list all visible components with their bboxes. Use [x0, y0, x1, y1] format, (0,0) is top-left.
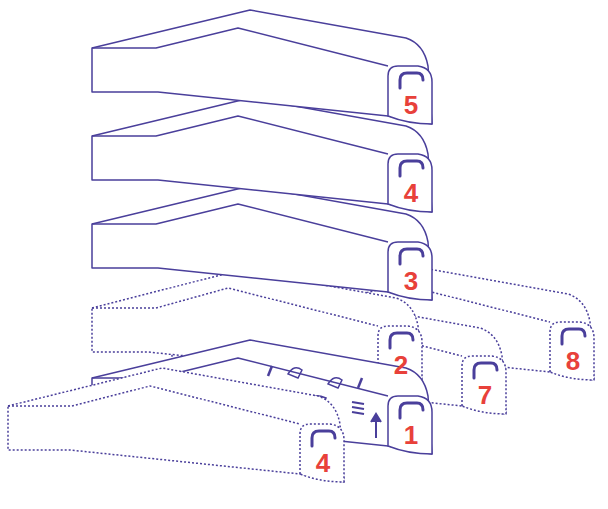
lever-end-face	[462, 356, 506, 414]
face-arch	[312, 431, 335, 446]
face-arch	[400, 249, 423, 264]
callout-number: 2	[394, 352, 408, 378]
lever-edge	[92, 28, 388, 66]
callout-number: 5	[404, 92, 418, 118]
callout-number: 8	[566, 348, 580, 374]
lever-body	[92, 10, 432, 124]
lever	[8, 368, 344, 482]
lever-end-face	[388, 242, 432, 300]
lever	[92, 10, 432, 124]
face-arch	[400, 403, 423, 418]
callout-number: 1	[404, 422, 418, 448]
face-arch	[562, 329, 585, 344]
callout-number: 3	[404, 268, 418, 294]
callout-number: 4	[316, 450, 330, 476]
callout-number: 4	[404, 180, 418, 206]
lever-end-face	[550, 322, 594, 380]
lever-end-face	[388, 66, 432, 124]
lever-edge	[92, 204, 388, 242]
lever-edge	[92, 288, 378, 326]
lever-edge	[8, 386, 300, 424]
lever-body	[8, 368, 344, 482]
face-arch	[390, 333, 413, 348]
callout-number: 7	[478, 382, 492, 408]
lever-end-face	[388, 154, 432, 212]
lever-end-face	[388, 396, 432, 454]
face-arch	[400, 73, 423, 88]
lever-end-face	[300, 424, 344, 482]
face-arch	[474, 363, 497, 378]
face-arch	[400, 161, 423, 176]
lever-edge	[92, 116, 388, 154]
